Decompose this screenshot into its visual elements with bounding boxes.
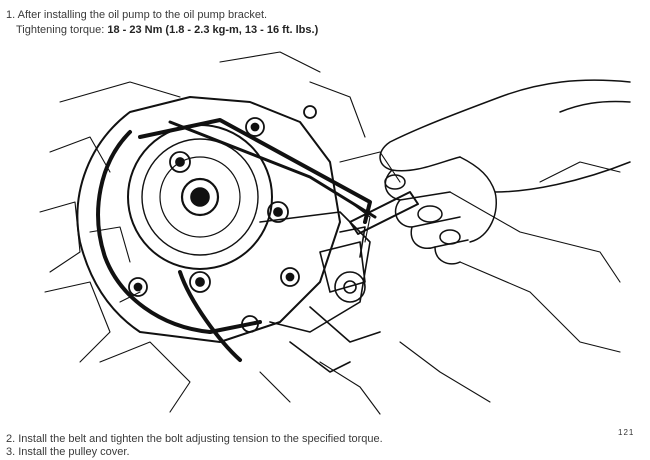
crank-pulley — [127, 124, 273, 270]
torque-value: 18 - 23 Nm (1.8 - 2.3 kg-m, 13 - 16 ft. … — [107, 24, 319, 36]
hand — [379, 79, 631, 265]
torque-label: Tightening torque: — [16, 24, 108, 36]
oil-pump-belt-illustration — [39, 51, 631, 415]
drive-belt — [96, 130, 212, 334]
oil-pump-bracket — [259, 211, 381, 373]
pulley-cover — [76, 96, 341, 343]
figure-id: 121 — [618, 428, 635, 437]
step-1-text: 1. After installing the oil pump to the … — [6, 9, 268, 21]
step-3: 3. Install the pulley cover. — [6, 446, 130, 458]
engine-background — [39, 51, 621, 415]
step-1: 1. After installing the oil pump to the … — [6, 8, 318, 38]
pry-bar — [349, 191, 419, 235]
step-2: 2. Install the belt and tighten the bolt… — [6, 433, 383, 445]
cover-bolts — [128, 105, 317, 333]
torque-spec: Tightening torque: 18 - 23 Nm (1.8 - 2.3… — [6, 23, 318, 38]
